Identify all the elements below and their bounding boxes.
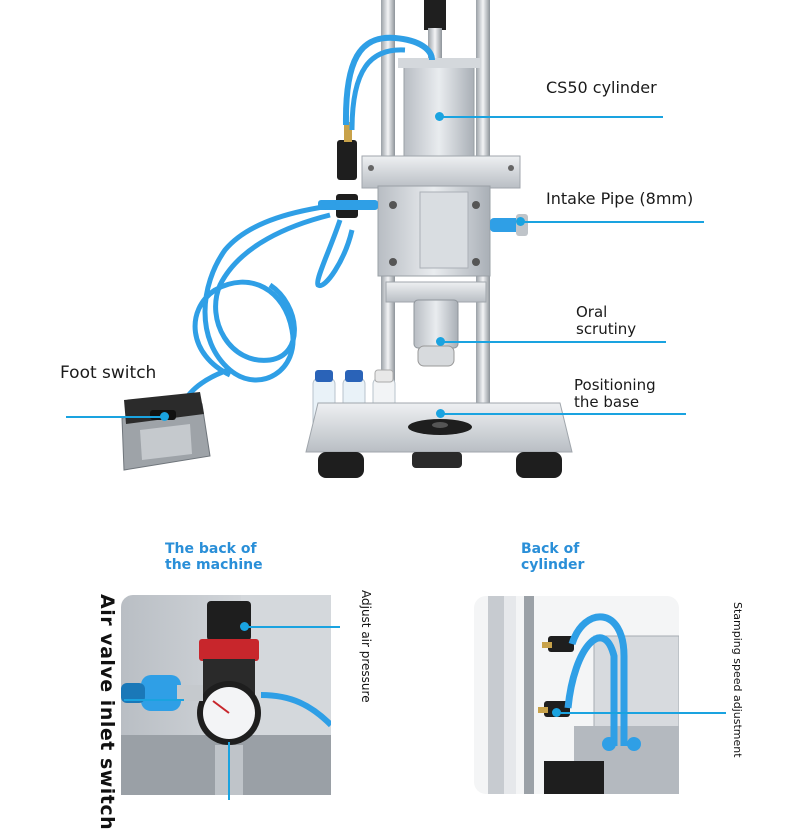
capping-machine-illustration (121, 0, 573, 478)
back-machine-title-line1: The back of (165, 541, 257, 557)
callout-oral-line2: scrutiny (576, 320, 637, 338)
callout-intake-pipe: Intake Pipe (8mm) (546, 189, 694, 208)
adjust-air-pressure-label: Adjust air pressure (359, 590, 373, 703)
back-cylinder-photo (474, 596, 679, 794)
leader-dot-intake (516, 217, 525, 226)
leader-line-positioning (440, 413, 686, 415)
leader-line-gauge (228, 742, 230, 800)
stamping-speed-adjustment-label: Stamping speed adjustment (731, 602, 744, 758)
leader-dot-oral (436, 337, 445, 346)
leader-line-oral (440, 341, 666, 343)
callout-oral-line1: Oral (576, 303, 608, 321)
back-machine-title-line2: the machine (165, 557, 263, 573)
callout-positioning-line1: Positioning (574, 376, 656, 394)
leader-dot-adjust-pressure (240, 622, 249, 631)
leader-dot-cylinder (435, 112, 444, 121)
leader-line-air-valve (124, 699, 184, 701)
leader-line-cylinder (440, 116, 663, 118)
back-cylinder-title-line1: Back of (521, 541, 580, 557)
leader-line-adjust-pressure (244, 626, 340, 628)
leader-line-intake (520, 221, 704, 223)
leader-line-foot (66, 416, 166, 418)
leader-line-stamping-speed (556, 712, 726, 714)
back-cylinder-title-line2: cylinder (521, 557, 585, 573)
back-machine-photo (121, 595, 331, 795)
callout-cs50-cylinder: CS50 cylinder (546, 78, 657, 97)
callout-foot-switch: Foot switch (60, 363, 157, 383)
leader-dot-stamping-speed (552, 708, 561, 717)
leader-dot-foot (160, 412, 169, 421)
air-valve-inlet-switch-label: Air valve inlet switch (96, 594, 118, 830)
leader-dot-positioning (436, 409, 445, 418)
callout-positioning-line2: the base (574, 393, 640, 411)
